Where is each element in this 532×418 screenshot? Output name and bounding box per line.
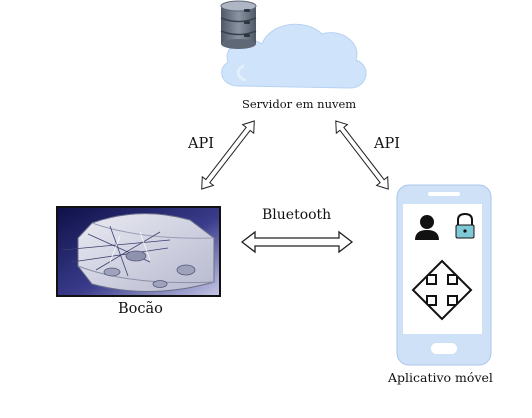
device-label: Bocão	[118, 301, 163, 317]
database-icon	[220, 0, 257, 49]
edge-bluetooth-arrow	[240, 230, 354, 254]
api-right-label: API	[374, 136, 400, 152]
cloud-icon	[221, 23, 367, 89]
edge-api-right-arrow	[335, 120, 389, 190]
padlock-icon	[455, 212, 475, 239]
move-arrows-icon	[411, 259, 473, 321]
edge-api-left-arrow	[201, 120, 255, 190]
api-left-label: API	[188, 136, 214, 152]
device-render-image	[56, 206, 221, 297]
mobile-app-label: Aplicativo móvel	[388, 370, 493, 385]
cloud-server-label: Servidor em nuvem	[242, 97, 357, 111]
user-icon	[415, 215, 439, 240]
bluetooth-label: Bluetooth	[262, 207, 332, 223]
